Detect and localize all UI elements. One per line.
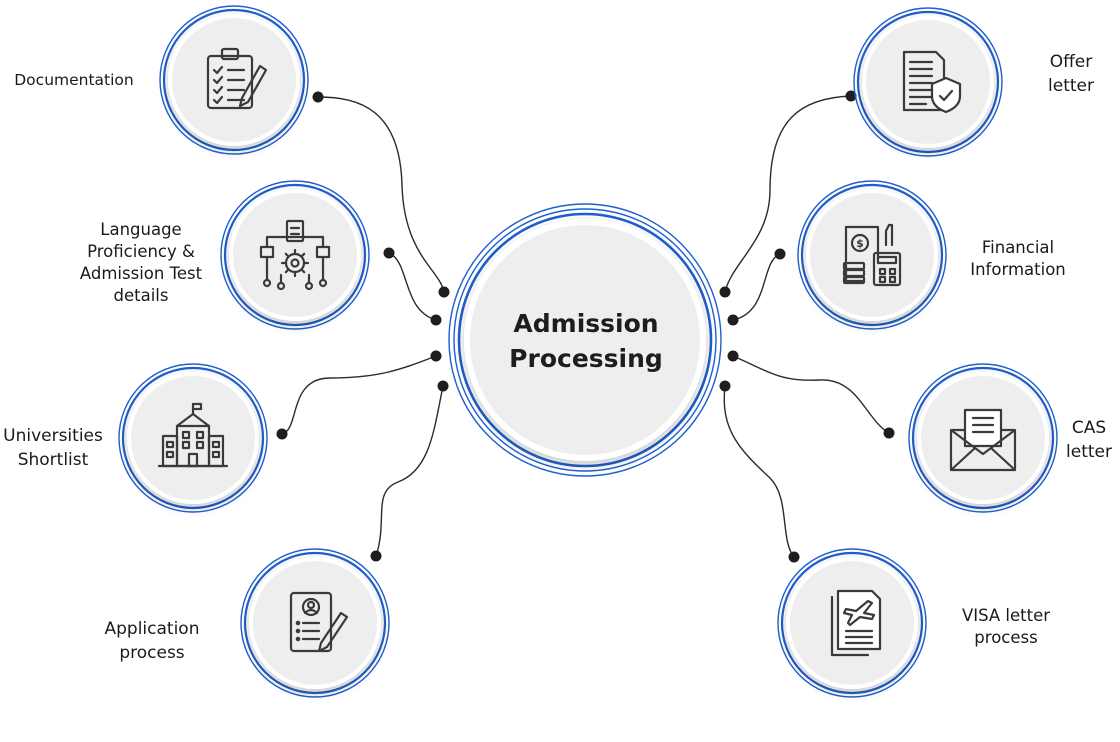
node-ring-outer-language-proficiency [220, 180, 370, 330]
node-ring-outer-visa-letter-process [777, 548, 927, 698]
node-application-process [240, 548, 390, 698]
svg-text:$: $ [856, 237, 864, 250]
connector-dot-application-process-inner [437, 380, 449, 392]
connector-dot-offer-letter-inner [719, 286, 731, 298]
node-disc-financial-information [810, 193, 934, 317]
center-title-line1: Admission [513, 309, 659, 338]
node-label-language-proficiency: Language Proficiency & Admission Test de… [79, 220, 203, 305]
connector-dot-offer-letter-outer [845, 90, 857, 102]
node-label-documentation: Documentation [14, 71, 134, 89]
node-language-proficiency [220, 180, 370, 330]
clipboard-checklist-icon [206, 47, 268, 110]
connector-application-process [375, 385, 444, 557]
node-ring-language-proficiency [223, 183, 367, 327]
node-ring-financial-information [800, 183, 944, 327]
node-visa-letter-process [777, 548, 927, 698]
connector-dot-visa-letter-process-outer [719, 380, 731, 392]
connector-offer-letter [724, 95, 852, 293]
node-ring-universities-shortlist [121, 366, 265, 510]
node-ring-offer-letter [856, 10, 1000, 154]
node-ring-outer-offer-letter [853, 7, 1003, 157]
flight-documents-icon [830, 589, 882, 657]
connector-visa-letter-process [723, 385, 795, 558]
connector-dot-application-process-outer [370, 550, 382, 562]
connector-dot-financial-information-outer [774, 248, 786, 260]
connector-dot-language-proficiency-outer [383, 247, 395, 259]
connector-dot-cas-letter-inner [883, 427, 895, 439]
center-hub [448, 203, 722, 477]
node-ring-outer-universities-shortlist [118, 363, 268, 513]
node-ring-cas-letter [911, 366, 1055, 510]
center-title: Admission Processing [486, 306, 686, 376]
university-building-icon [157, 402, 229, 468]
connector-universities-shortlist [281, 355, 437, 435]
connector-dot-documentation-inner [438, 286, 450, 298]
node-ring-outer-financial-information [797, 180, 947, 330]
node-ring-outer-cas-letter [908, 363, 1058, 513]
application-form-pen-icon [289, 591, 349, 653]
node-cas-letter [908, 363, 1058, 513]
nodes-layer: $ [118, 5, 1058, 698]
center-title-line2: Processing [509, 344, 663, 373]
node-documentation [159, 5, 309, 155]
node-financial-information: $ [797, 180, 947, 330]
connector-dot-universities-shortlist-outer [276, 428, 288, 440]
connector-dot-documentation-outer [312, 91, 324, 103]
node-ring-visa-letter-process [780, 551, 924, 695]
node-label-universities-shortlist: Universities Shortlist [3, 426, 103, 470]
connector-dot-visa-letter-process-inner [788, 551, 800, 563]
calculator-money-icon: $ [842, 223, 902, 287]
connector-financial-information [732, 253, 781, 321]
node-disc-universities-shortlist [131, 376, 255, 500]
node-universities-shortlist [118, 363, 268, 513]
document-shield-icon [902, 50, 962, 114]
node-label-visa-letter-process: VISA letter process [961, 606, 1051, 647]
center-ring-outer-3 [448, 203, 722, 477]
node-label-cas-letter: CAS letter [1066, 418, 1112, 462]
node-ring-documentation [162, 8, 306, 152]
center-ring-outer-1 [457, 212, 713, 468]
node-label-offer-letter: Offer letter [1048, 52, 1094, 96]
connector-cas-letter [732, 355, 890, 434]
node-label-application-process: Application process [104, 619, 200, 663]
connector-dot-universities-shortlist-inner [430, 350, 442, 362]
center-disc [470, 225, 700, 455]
node-ring-outer-application-process [240, 548, 390, 698]
node-label-financial-information: Financial Information [970, 238, 1066, 279]
node-offer-letter [853, 7, 1003, 157]
connector-dot-financial-information-inner [727, 314, 739, 326]
connector-dot-language-proficiency-inner [430, 314, 442, 326]
center-ring-outer-2 [453, 208, 717, 472]
node-ring-application-process [243, 551, 387, 695]
node-ring-outer-documentation [159, 5, 309, 155]
connector-dot-cas-letter-outer [727, 350, 739, 362]
process-flow-gear-icon [259, 219, 331, 291]
connector-language-proficiency [388, 252, 437, 321]
connector-documentation [317, 96, 445, 293]
envelope-letter-icon [949, 408, 1017, 472]
connector-lines [276, 90, 895, 563]
